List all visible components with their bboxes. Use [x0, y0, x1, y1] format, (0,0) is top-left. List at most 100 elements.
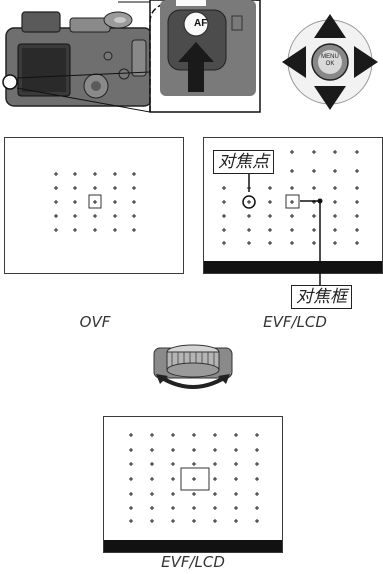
- focus-point-marker: [312, 150, 316, 154]
- ovf-focus-grid: [54, 172, 136, 232]
- focus-point-marker: [150, 477, 154, 481]
- focus-point-marker: [73, 186, 77, 190]
- focus-point-marker: [73, 200, 77, 204]
- focus-point-marker: [222, 186, 226, 190]
- command-dial-icon: [153, 344, 233, 389]
- focus-point-marker: [192, 477, 196, 481]
- focus-point-marker: [255, 492, 259, 496]
- focus-point-marker: [129, 477, 133, 481]
- focus-point-marker: [247, 228, 251, 232]
- focus-point-marker: [213, 433, 217, 437]
- af-button-label: AF: [194, 18, 208, 29]
- focus-point-marker: [234, 506, 238, 510]
- focus-point-marker: [54, 186, 58, 190]
- focus-point-marker: [171, 506, 175, 510]
- focus-point-marker: [132, 186, 136, 190]
- focus-point-marker: [234, 448, 238, 452]
- focus-point-marker: [150, 448, 154, 452]
- zoom-inset: AF: [149, 0, 261, 113]
- focus-point-marker: [234, 433, 238, 437]
- focus-point-marker: [113, 172, 117, 176]
- focus-frame: [88, 194, 102, 209]
- focus-point-marker: [255, 506, 259, 510]
- focus-point-marker: [355, 169, 359, 173]
- focus-point-marker: [54, 228, 58, 232]
- focus-point-marker: [150, 433, 154, 437]
- focus-point-marker: [333, 169, 337, 173]
- caption-evf-lcd-bottom: EVF/LCD: [161, 553, 225, 571]
- focus-point-marker: [333, 214, 337, 218]
- focus-point-marker: [213, 448, 217, 452]
- focus-point-marker: [113, 186, 117, 190]
- focus-point-marker: [213, 492, 217, 496]
- focus-point-marker: [54, 214, 58, 218]
- focus-point-marker: [247, 241, 251, 245]
- focus-point-marker: [222, 228, 226, 232]
- focus-point-marker: [129, 448, 133, 452]
- ovf-viewfinder-panel: [4, 137, 184, 274]
- focus-point-marker: [290, 214, 294, 218]
- focus-point-marker: [129, 519, 133, 523]
- focus-point-marker: [192, 519, 196, 523]
- focus-point-marker: [268, 214, 272, 218]
- focus-point-marker: [312, 169, 316, 173]
- focus-point-marker: [222, 241, 226, 245]
- focus-point-marker: [93, 228, 97, 232]
- caption-evf-lcd-top: EVF/LCD: [263, 313, 327, 331]
- focus-point-marker: [312, 214, 316, 218]
- focus-point-marker: [247, 214, 251, 218]
- focus-frame: [285, 194, 300, 209]
- focus-point-marker: [171, 519, 175, 523]
- focus-point-marker: [54, 172, 58, 176]
- focus-point-marker: [132, 214, 136, 218]
- focus-frame-large: [180, 467, 210, 491]
- focus-point-marker: [192, 462, 196, 466]
- camera-illustration: [2, 1, 153, 113]
- focus-point-marker: [290, 150, 294, 154]
- focus-point-marker: [150, 506, 154, 510]
- focus-point-marker: [255, 477, 259, 481]
- focus-point-marker: [192, 433, 196, 437]
- evf-top-info-bar: [204, 261, 382, 273]
- evf-lcd-panel-bottom: [103, 416, 283, 553]
- focus-point-marker: [290, 241, 294, 245]
- focus-point-marker: [312, 241, 316, 245]
- focus-point-marker: [171, 492, 175, 496]
- focus-point-marker: [355, 214, 359, 218]
- focus-point-marker: [113, 228, 117, 232]
- focus-point-marker: [93, 186, 97, 190]
- focus-point-marker: [150, 492, 154, 496]
- focus-point-marker: [333, 186, 337, 190]
- focus-point-marker: [129, 462, 133, 466]
- focus-point-marker: [132, 172, 136, 176]
- focus-point-marker: [355, 228, 359, 232]
- evf-bottom-focus-grid: [129, 433, 259, 523]
- focus-point-marker: [192, 492, 196, 496]
- focus-point-highlight: [242, 195, 256, 209]
- focus-point-marker: [129, 506, 133, 510]
- focus-point-marker: [222, 214, 226, 218]
- focus-point-marker: [290, 186, 294, 190]
- focus-point-marker: [73, 228, 77, 232]
- focus-point-marker: [255, 519, 259, 523]
- focus-point-marker: [93, 172, 97, 176]
- focus-point-marker: [234, 519, 238, 523]
- focus-point-marker: [150, 462, 154, 466]
- focus-point-marker: [113, 214, 117, 218]
- focus-point-marker: [93, 200, 97, 204]
- focus-point-marker: [355, 241, 359, 245]
- focus-point-marker: [290, 200, 294, 204]
- focus-point-marker: [192, 506, 196, 510]
- focus-point-marker: [312, 228, 316, 232]
- focus-point-marker: [171, 448, 175, 452]
- focus-point-marker: [312, 186, 316, 190]
- focus-point-marker: [73, 214, 77, 218]
- focus-point-marker: [234, 492, 238, 496]
- focus-frame-label: 对焦框: [291, 285, 352, 309]
- focus-point-marker: [333, 241, 337, 245]
- focus-point-marker: [171, 433, 175, 437]
- focus-point-marker: [132, 228, 136, 232]
- focus-point-marker: [290, 228, 294, 232]
- focus-point-marker: [333, 200, 337, 204]
- focus-point-marker: [129, 492, 133, 496]
